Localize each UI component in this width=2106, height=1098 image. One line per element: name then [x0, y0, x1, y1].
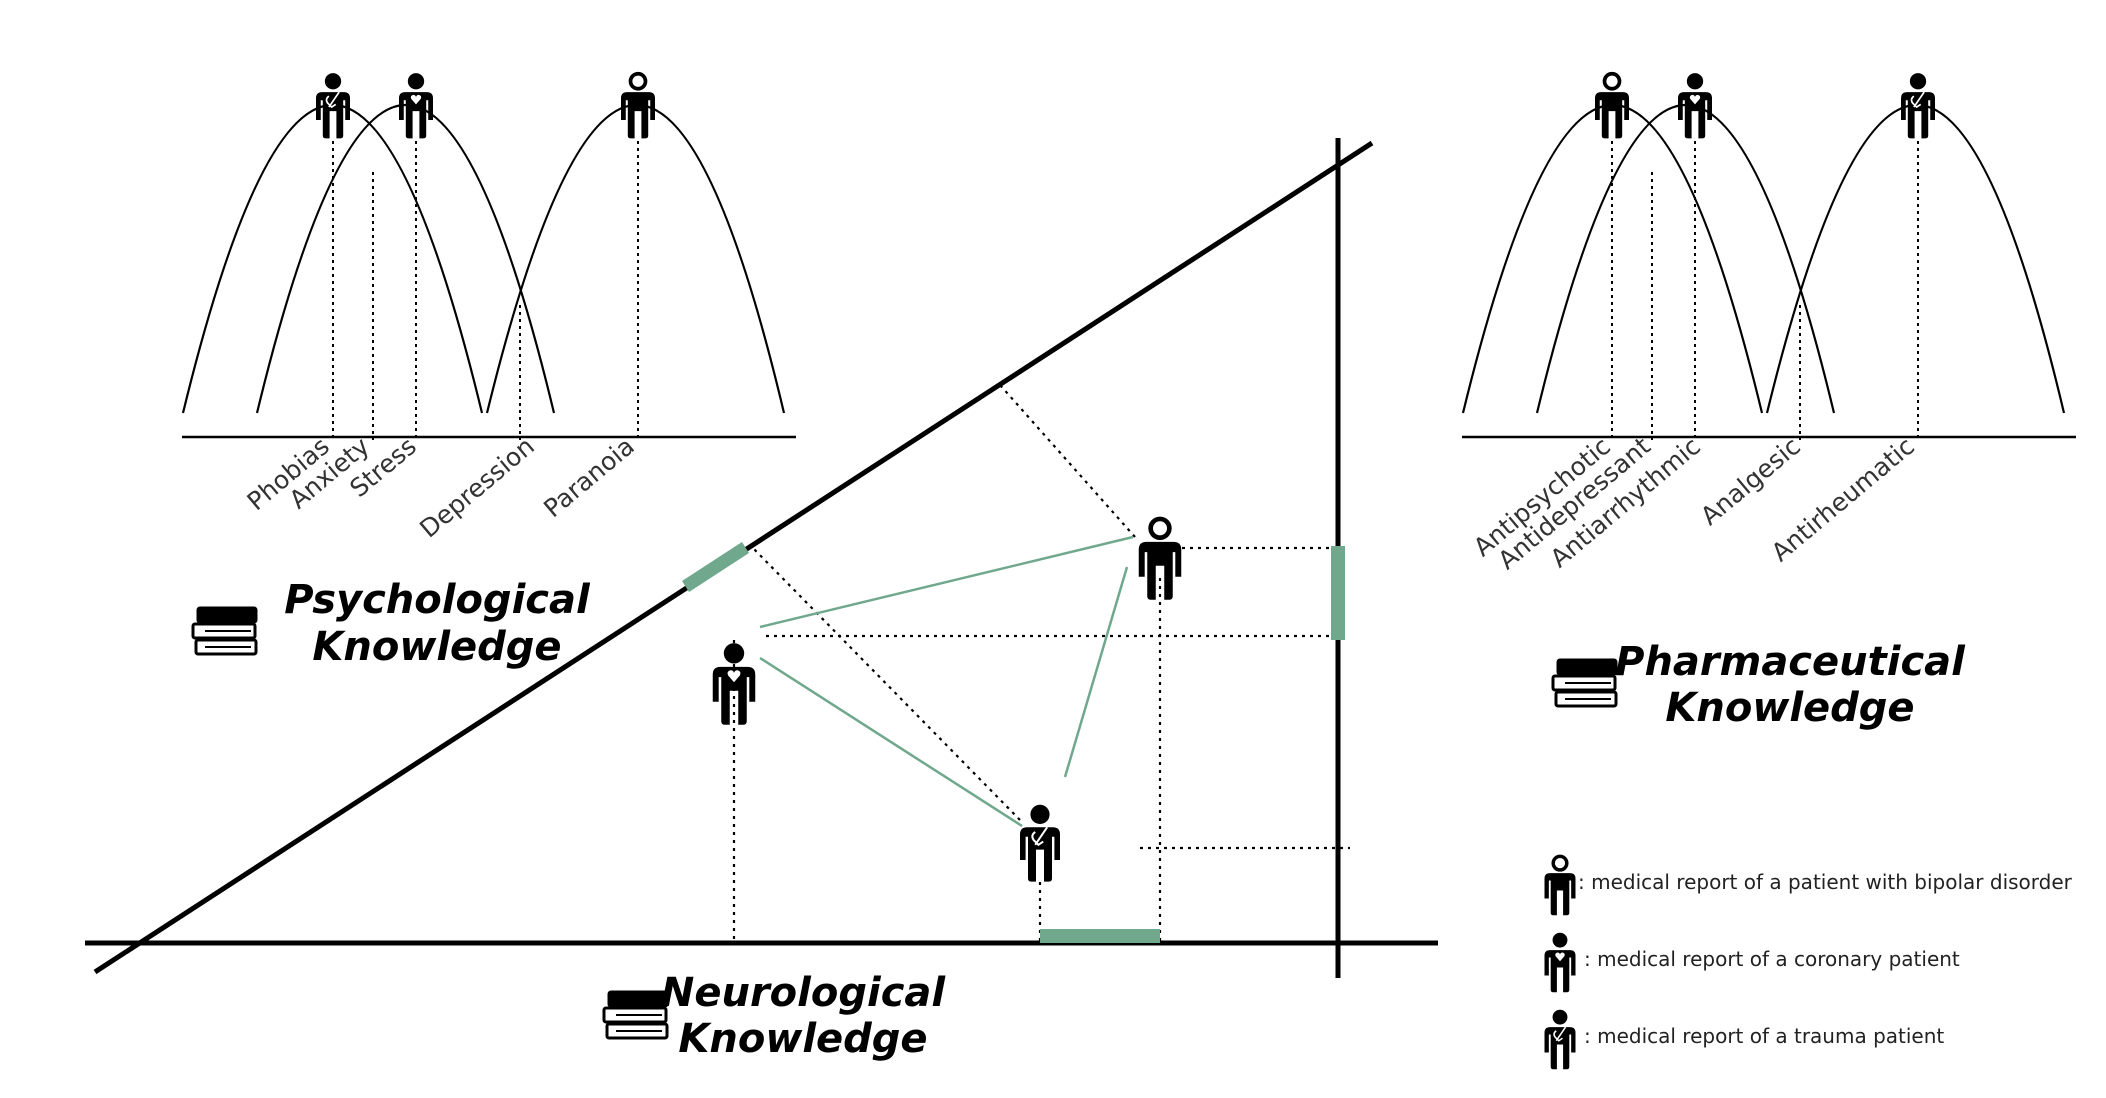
pharma-tick-label: Analgesic: [1695, 431, 1806, 530]
legend-text: : medical report of a coronary patient: [1584, 947, 1960, 971]
title-line: Knowledge: [312, 624, 561, 670]
psychological-interval-bar: [682, 542, 749, 592]
patient-links: [759, 535, 1134, 828]
psych-curve-icon-trauma: [315, 72, 351, 140]
books-icon: [602, 990, 669, 1040]
bipolar-patient-icon: [1542, 854, 1578, 917]
psych-curve-icons: [315, 71, 657, 141]
pharmaceutical-interval-bar: [1331, 546, 1345, 640]
psychological-distribution-plot: Phobias Anxiety Stress Depression Parano…: [181, 71, 796, 543]
title-line: Neurological: [661, 970, 947, 1016]
books-icon: [191, 606, 258, 656]
books-icon: [1551, 658, 1618, 708]
psych-curve-3: [485, 104, 786, 414]
trauma-patient-icon: [1543, 1008, 1577, 1071]
pharma-tick-labels: Antipsychotic Antidepressant Antiarrhyth…: [1468, 431, 1920, 575]
title-line: Pharmaceutical: [1615, 639, 1966, 685]
patient-trauma: [1018, 803, 1062, 883]
title-line: Knowledge: [1665, 685, 1914, 731]
neurological-interval-bar: [1040, 929, 1160, 943]
neurological-knowledge-title: Neurological Knowledge: [602, 970, 947, 1062]
legend-text: : medical report of a patient with bipol…: [1578, 870, 2073, 894]
psych-curve-2: [255, 104, 556, 414]
interval-bars: [682, 542, 1345, 943]
legend-item-coronary: : medical report of a coronary patient: [1544, 932, 1960, 993]
projection-lines: [732, 384, 1350, 943]
title-line: Psychological: [284, 577, 591, 623]
legend-item-trauma: : medical report of a trauma patient: [1543, 1008, 1944, 1071]
legend: : medical report of a patient with bipol…: [1542, 854, 2073, 1071]
pharma-curve-icons: [1593, 71, 1936, 141]
psych-tick-labels: Phobias Anxiety Stress Depression Parano…: [242, 431, 640, 543]
psych-tick-label: Depression: [414, 431, 540, 543]
legend-item-bipolar: : medical report of a patient with bipol…: [1542, 854, 2073, 917]
pharmaceutical-knowledge-title: Pharmaceutical Knowledge: [1551, 639, 1966, 731]
legend-text: : medical report of a trauma patient: [1584, 1024, 1944, 1048]
pharma-curve-2: [1535, 104, 1836, 414]
title-line: Knowledge: [678, 1016, 927, 1062]
psychological-knowledge-title: Psychological Knowledge: [191, 577, 591, 670]
pharmaceutical-distribution-plot: Antipsychotic Antidepressant Antiarrhyth…: [1461, 71, 2076, 575]
psych-tick-label: Paranoia: [538, 431, 640, 523]
pharma-curve-3: [1765, 104, 2066, 414]
coronary-patient-icon: [1544, 932, 1576, 993]
